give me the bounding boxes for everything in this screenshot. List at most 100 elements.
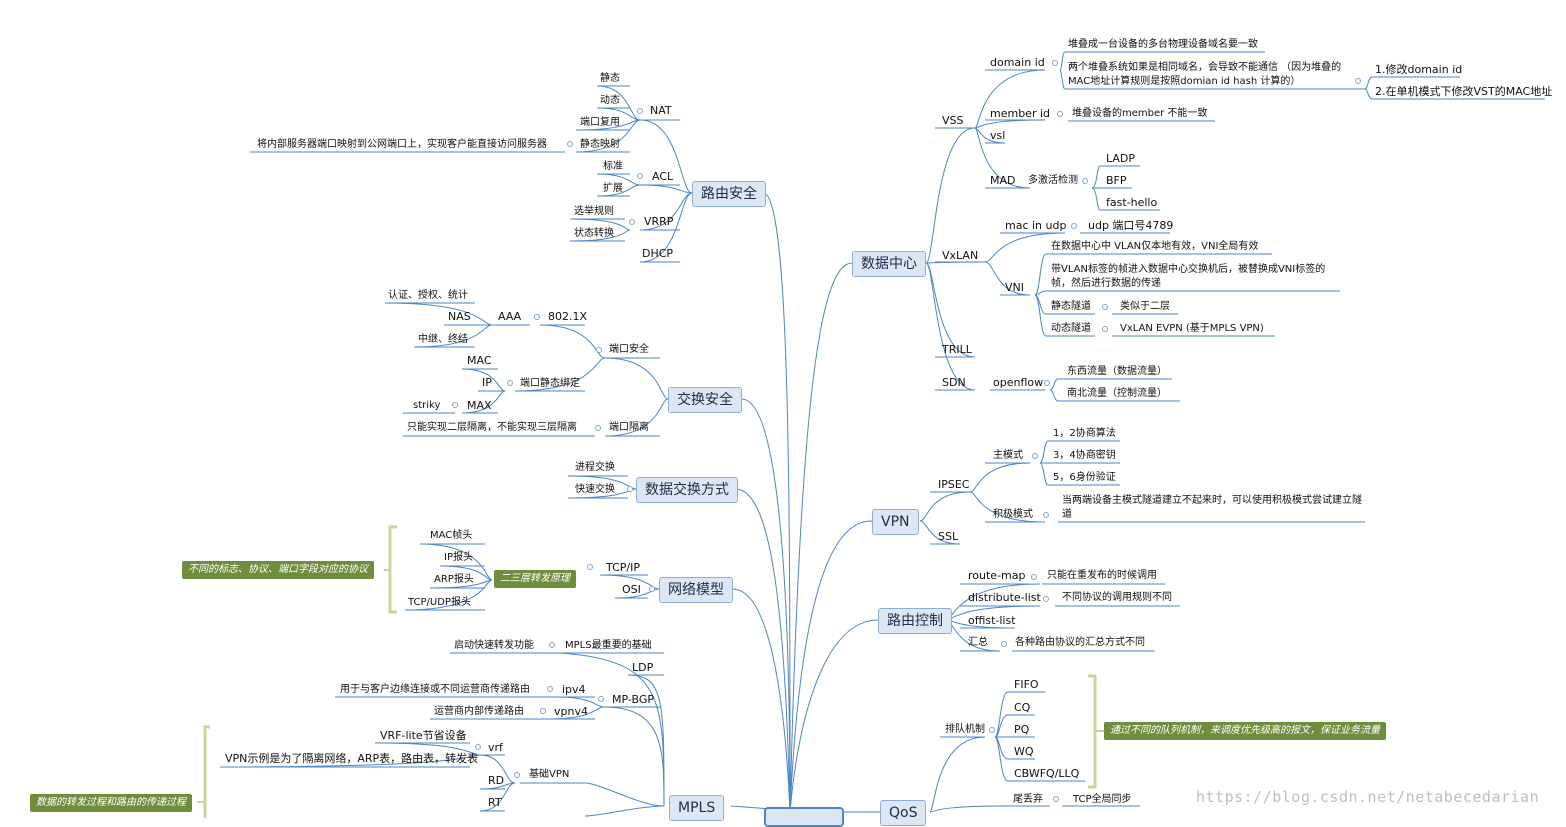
vrf-lite[interactable]: VRF-lite节省设备	[380, 729, 467, 742]
tail-drop-note[interactable]: TCP全局同步	[1073, 794, 1132, 805]
ldp-node[interactable]: LDP	[632, 661, 654, 674]
l2-principle-note[interactable]: 二三层转发原理	[494, 570, 576, 588]
mad-fast-hello[interactable]: fast-hello	[1106, 196, 1158, 209]
main-step1[interactable]: 1，2协商算法	[1053, 428, 1116, 439]
dynamic-tunnel-note[interactable]: VxLAN EVPN (基于MPLS VPN)	[1120, 323, 1264, 334]
ipv4-node[interactable]: ipv4	[562, 683, 586, 696]
domain-fix2[interactable]: 2.在单机模式下修改VST的MAC地址	[1375, 85, 1553, 98]
header-ip[interactable]: IP报头	[444, 552, 473, 563]
dot1x-node[interactable]: 802.1X	[548, 310, 588, 323]
openflow-node[interactable]: openflow	[993, 376, 1044, 389]
route-map[interactable]: route-map	[968, 569, 1026, 582]
dynamic-tunnel[interactable]: 动态隧道	[1051, 323, 1091, 334]
queue-note[interactable]: 通过不同的队列机制，来调度优先级高的报文，保证业务流量	[1104, 722, 1386, 740]
model-osi[interactable]: OSI	[622, 583, 641, 596]
port-isolation[interactable]: 端口隔离	[609, 422, 649, 433]
udp-port[interactable]: udp 端口号4789	[1088, 219, 1174, 232]
nat-dynamic[interactable]: 动态	[600, 95, 620, 106]
bind-max[interactable]: MAX	[467, 399, 492, 412]
model-tcpip[interactable]: TCP/IP	[606, 561, 640, 574]
summary-note[interactable]: 各种路由协议的汇总方式不同	[1015, 637, 1145, 648]
header-mac[interactable]: MAC帧头	[430, 530, 473, 541]
vni-note1[interactable]: 在数据中心中 VLAN仅本地有效，VNI全局有效	[1051, 241, 1259, 252]
central-topic[interactable]	[764, 807, 844, 827]
nat-static[interactable]: 静态	[600, 73, 620, 84]
domain-note1[interactable]: 堆叠成一台设备的多台物理设备域名要一致	[1068, 39, 1258, 50]
topic-data-switching[interactable]: 数据交换方式	[636, 477, 738, 503]
fast-switching[interactable]: 快速交换	[575, 484, 615, 495]
queue-wq[interactable]: WQ	[1014, 745, 1034, 758]
nat-node[interactable]: NAT	[650, 104, 672, 117]
mad-ladp[interactable]: LADP	[1106, 152, 1136, 165]
queue-fifo[interactable]: FIFO	[1014, 678, 1039, 691]
acl-node[interactable]: ACL	[652, 170, 674, 183]
main-mode[interactable]: 主模式	[993, 450, 1023, 461]
aaa-relay[interactable]: 中继、终结	[418, 334, 468, 345]
main-step3[interactable]: 5，6身份验证	[1053, 472, 1116, 483]
member-note[interactable]: 堆叠设备的member 不能一致	[1072, 108, 1208, 119]
nat-static-map-detail[interactable]: 将内部服务器端口映射到公网端口上，实现客户能直接访问服务器	[257, 139, 547, 150]
flow-east-west[interactable]: 东西流量（数据流量）	[1067, 366, 1167, 377]
port-static-bind[interactable]: 端口静态绑定	[520, 378, 580, 389]
mad-bfp[interactable]: BFP	[1106, 174, 1127, 187]
route-map-note[interactable]: 只能在重发布的时候调用	[1047, 570, 1157, 581]
vpnv4-detail[interactable]: 运营商内部传递路由	[434, 706, 524, 717]
mpls-note[interactable]: 数据的转发过程和路由的传递过程	[30, 794, 192, 812]
fast-forward[interactable]: 启动快速转发功能	[454, 640, 534, 651]
offset-list[interactable]: offist-list	[968, 614, 1016, 627]
topic-network-model[interactable]: 网络模型	[659, 577, 733, 603]
vni-note2[interactable]: 带VLAN标签的帧进入数据中心交换机后，被替换成VNI标签的帧，然后进行数据的传…	[1051, 264, 1326, 289]
topic-route-control[interactable]: 路由控制	[878, 608, 952, 634]
rt-node[interactable]: RT	[488, 796, 502, 809]
topic-datacenter[interactable]: 数据中心	[852, 251, 926, 277]
header-tcpudp[interactable]: TCP/UDP报头	[408, 597, 471, 608]
queue-cq[interactable]: CQ	[1014, 701, 1031, 714]
aaa-auth[interactable]: 认证、授权、统计	[388, 290, 468, 301]
mpls-foundation[interactable]: MPLS最重要的基础	[565, 640, 652, 651]
vrrp-state[interactable]: 状态转换	[574, 228, 614, 239]
header-arp[interactable]: ARP报头	[434, 574, 474, 585]
rd-node[interactable]: RD	[488, 774, 505, 787]
dhcp-node[interactable]: DHCP	[642, 247, 674, 260]
static-tunnel[interactable]: 静态隧道	[1051, 301, 1091, 312]
trill-node[interactable]: TRILL	[942, 343, 972, 356]
nat-static-map[interactable]: 静态映射	[580, 139, 620, 150]
queue-node[interactable]: 排队机制	[945, 724, 985, 735]
vrrp-election[interactable]: 选举规则	[574, 206, 614, 217]
vsl-node[interactable]: vsl	[990, 129, 1006, 142]
acl-standard[interactable]: 标准	[603, 161, 623, 172]
static-tunnel-note[interactable]: 类似于二层	[1120, 301, 1170, 312]
vss-node[interactable]: VSS	[942, 114, 964, 127]
nat-pat[interactable]: 端口复用	[580, 117, 620, 128]
mad-desc[interactable]: 多激活检测	[1028, 175, 1078, 186]
distribute-list[interactable]: distribute-list	[968, 591, 1041, 604]
member-id[interactable]: member id	[990, 107, 1051, 120]
sdn-node[interactable]: SDN	[942, 376, 966, 389]
domain-id[interactable]: domain id	[990, 56, 1045, 69]
distribute-note[interactable]: 不同协议的调用规则不同	[1062, 592, 1172, 603]
vrrp-node[interactable]: VRRP	[644, 215, 674, 228]
mac-in-udp[interactable]: mac in udp	[1005, 219, 1067, 232]
ssl-node[interactable]: SSL	[938, 530, 959, 543]
basic-vpn[interactable]: 基础VPN	[529, 769, 570, 780]
bind-mac[interactable]: MAC	[467, 354, 492, 367]
topic-qos[interactable]: QoS	[880, 800, 927, 826]
header-note[interactable]: 不同的标志、协议、端口字段对应的协议	[182, 561, 374, 579]
aggressive-note[interactable]: 当两端设备主模式隧道建立不起来时，可以使用积极模式尝试建立隧道	[1062, 495, 1362, 520]
flow-north-south[interactable]: 南北流量（控制流量）	[1067, 388, 1167, 399]
vrf-instance[interactable]: VPN示例是为了隔离网络，ARP表，路由表，转发表	[225, 752, 479, 765]
topic-vpn[interactable]: VPN	[872, 509, 919, 535]
domain-fix1[interactable]: 1.修改domain id	[1375, 63, 1463, 76]
vni-node[interactable]: VNI	[1005, 281, 1024, 294]
vxlan-node[interactable]: VxLAN	[942, 249, 979, 262]
ipsec-node[interactable]: IPSEC	[938, 478, 970, 491]
mpbgp-node[interactable]: MP-BGP	[612, 693, 654, 706]
main-step2[interactable]: 3，4协商密钥	[1053, 450, 1116, 461]
queue-pq[interactable]: PQ	[1014, 723, 1030, 736]
vpnv4-node[interactable]: vpnv4	[554, 705, 588, 718]
aggressive-mode[interactable]: 积极模式	[993, 509, 1033, 520]
queue-cbwfq[interactable]: CBWFQ/LLQ	[1014, 767, 1080, 780]
bind-ip[interactable]: IP	[482, 376, 492, 389]
summary-node[interactable]: 汇总	[968, 637, 988, 648]
domain-note2[interactable]: 两个堆叠系统如果是相同域名，会导致不能通信 （因为堆叠的MAC地址计算规则是按照…	[1068, 62, 1342, 87]
